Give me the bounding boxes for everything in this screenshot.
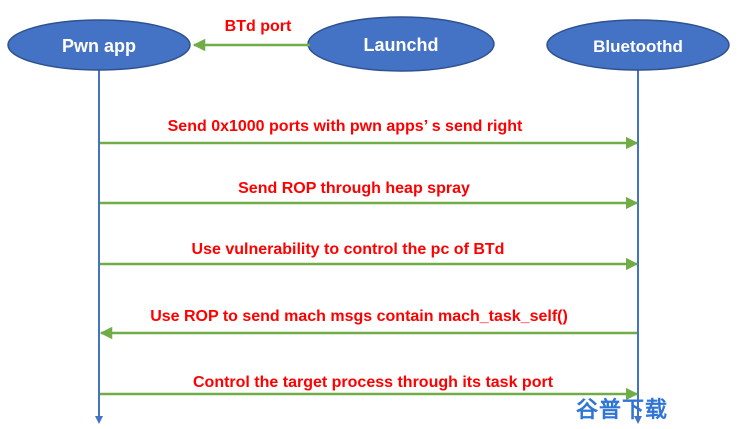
message-btd-port: BTd port: [192, 18, 310, 52]
message-send-rop-label: Send ROP through heap spray: [238, 180, 470, 197]
pwn-app-label: Pwn app: [62, 36, 136, 56]
launchd-actor: Launchd: [307, 16, 495, 72]
bluetoothd-label: Bluetoothd: [593, 37, 683, 56]
pwn-app-actor: Pwn app: [7, 19, 191, 71]
launchd-label: Launchd: [364, 35, 439, 55]
message-send-ports: Send 0x1000 ports with pwn apps’ s send …: [100, 118, 639, 150]
message-send-rop: Send ROP through heap spray: [100, 180, 639, 210]
message-use-vulnerability-label: Use vulnerability to control the pc of B…: [192, 241, 505, 258]
message-control-target-label: Control the target process through its t…: [193, 374, 554, 391]
message-btd-port-label: BTd port: [225, 18, 292, 35]
message-control-target: Control the target process through its t…: [100, 374, 639, 401]
message-use-rop-mach: Use ROP to send mach msgs contain mach_t…: [99, 308, 637, 340]
message-use-rop-mach-label: Use ROP to send mach msgs contain mach_t…: [150, 308, 568, 325]
bluetoothd-actor: Bluetoothd: [546, 19, 730, 71]
bluetoothd-lifeline-end: [634, 416, 642, 424]
message-send-ports-label: Send 0x1000 ports with pwn apps’ s send …: [168, 118, 523, 135]
message-use-vulnerability: Use vulnerability to control the pc of B…: [100, 241, 639, 271]
watermark-logo: 谷普下载: [576, 397, 668, 423]
pwn-app-lifeline-end: [95, 416, 103, 424]
